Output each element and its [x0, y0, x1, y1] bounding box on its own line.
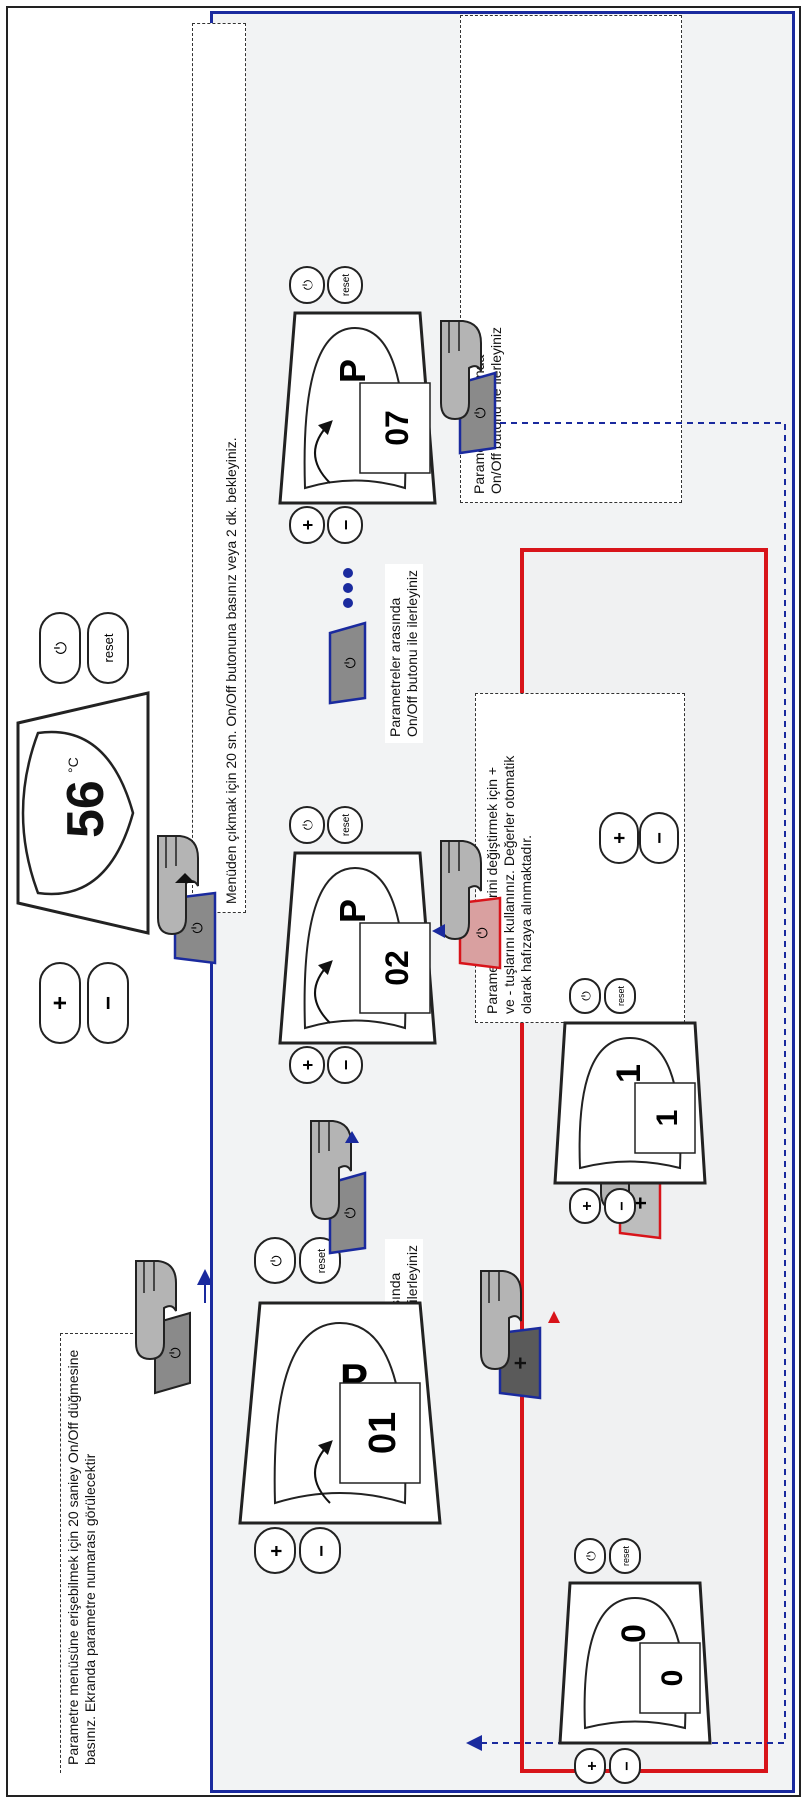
- device-v1: 1 1: [553, 1021, 707, 1185]
- p01-plus-key[interactable]: +: [254, 1527, 296, 1574]
- p02-reset-key[interactable]: reset: [327, 806, 363, 844]
- p02-plus-label: +: [298, 1060, 318, 1071]
- v0-minus-label: −: [619, 1761, 636, 1770]
- p02-minus-key[interactable]: −: [327, 1046, 363, 1084]
- main-power-label: ⏻: [53, 641, 70, 654]
- v0-plus-label: +: [584, 1761, 601, 1770]
- arrow-icon: [314, 420, 333, 484]
- arrow-icon: [548, 1311, 560, 1323]
- p07-power-label: ⏻: [300, 280, 315, 290]
- v1-display: 1: [610, 1064, 648, 1083]
- arrow-icon: [432, 924, 445, 938]
- entry-plus-label: +: [508, 1357, 533, 1370]
- main-reset-key[interactable]: reset: [87, 612, 129, 684]
- v0-reset-label: reset: [621, 1546, 631, 1567]
- p02-minus-label: −: [336, 1060, 356, 1071]
- exit-power-label: ⏻: [189, 922, 205, 933]
- p07-power-key[interactable]: ⏻: [289, 266, 325, 304]
- v1-power-label: ⏻: [579, 991, 593, 1001]
- v1-minus-label: −: [614, 1201, 631, 1210]
- main-device: 56 °C: [16, 691, 150, 935]
- note-minus-key: −: [639, 812, 679, 864]
- p02-power-key[interactable]: ⏻: [289, 806, 325, 844]
- device-p07: P 07: [278, 311, 437, 505]
- note-plus-key: +: [599, 812, 639, 864]
- p01-power-label: ⏻: [268, 1255, 284, 1266]
- arrow-icon: [314, 960, 333, 1024]
- v0-reset-key[interactable]: reset: [609, 1538, 641, 1574]
- v1-minus-key[interactable]: −: [604, 1188, 636, 1224]
- p02-power-label: ⏻: [300, 820, 315, 830]
- main-minus-key[interactable]: −: [87, 962, 129, 1044]
- p02-display: P: [332, 899, 373, 923]
- v0-plus-key[interactable]: +: [574, 1748, 606, 1784]
- exit-hand: ⏻: [157, 835, 217, 965]
- main-display: 56: [57, 780, 115, 838]
- main-plus-key[interactable]: +: [39, 962, 81, 1044]
- ellipsis-dots-icon: [343, 568, 353, 608]
- note-minus-label: −: [649, 832, 671, 844]
- main-reset-label: reset: [101, 633, 116, 662]
- v1-reset-label: reset: [616, 986, 626, 1007]
- v0-power-label: ⏻: [584, 1551, 598, 1561]
- plus-press-entry: +: [480, 1270, 560, 1400]
- v0-display: 0: [615, 1624, 653, 1643]
- p07-minus-key[interactable]: −: [327, 506, 363, 544]
- p07-reset-label: reset: [341, 274, 352, 296]
- p07-display: P: [332, 359, 373, 383]
- p07-param: 07: [379, 410, 415, 446]
- main-unit: °C: [65, 757, 81, 773]
- edit-exit-step: ⏻: [432, 840, 502, 970]
- browse-step-1: ⏻: [310, 1120, 367, 1255]
- arrow-icon: [314, 1440, 333, 1504]
- main-minus-label: −: [95, 996, 122, 1010]
- entry-hand: ⏻: [135, 1260, 191, 1395]
- browse-power-label-1: ⏻: [342, 1207, 358, 1218]
- p07-minus-label: −: [336, 520, 356, 531]
- p07-plus-key[interactable]: +: [289, 506, 325, 544]
- browse-step-3: ⏻: [440, 320, 497, 455]
- p01-minus-key[interactable]: −: [299, 1527, 341, 1574]
- v1-reset-key[interactable]: reset: [604, 978, 636, 1014]
- p01-power-key[interactable]: ⏻: [254, 1237, 296, 1284]
- device-p01: P 01: [238, 1301, 442, 1525]
- p02-plus-key[interactable]: +: [289, 1046, 325, 1084]
- main-plus-label: +: [47, 996, 74, 1010]
- arrow-icon: [345, 1131, 359, 1143]
- p01-minus-label: −: [311, 1545, 333, 1557]
- browse-power-label-3: ⏻: [472, 407, 488, 418]
- v0-param: 0: [656, 1670, 689, 1687]
- entry-power-label: ⏻: [167, 1347, 183, 1358]
- p01-param: 01: [362, 1412, 404, 1454]
- note-plus-label: +: [609, 832, 631, 844]
- v0-minus-key[interactable]: −: [609, 1748, 641, 1784]
- p02-reset-label: reset: [341, 814, 352, 836]
- device-v0: 0 0: [558, 1581, 712, 1745]
- browse-power-label-2: ⏻: [342, 657, 358, 668]
- p01-plus-label: +: [266, 1545, 288, 1557]
- v1-plus-key[interactable]: +: [569, 1188, 601, 1224]
- browse-step-2: ⏻: [328, 568, 367, 705]
- p02-param: 02: [379, 950, 415, 986]
- browse-power-key-2[interactable]: [328, 621, 367, 705]
- p07-plus-label: +: [298, 520, 318, 531]
- main-power-key[interactable]: ⏻: [39, 612, 81, 684]
- edit-exit-power-label: ⏻: [474, 927, 490, 938]
- v1-param: 1: [651, 1110, 684, 1127]
- arrow-icon: [175, 873, 195, 883]
- p01-reset-label: reset: [316, 1249, 328, 1273]
- v1-power-key[interactable]: ⏻: [569, 978, 601, 1014]
- v0-power-key[interactable]: ⏻: [574, 1538, 606, 1574]
- p07-reset-key[interactable]: reset: [327, 266, 363, 304]
- device-p02: P 02: [278, 851, 437, 1045]
- v1-plus-label: +: [579, 1201, 596, 1210]
